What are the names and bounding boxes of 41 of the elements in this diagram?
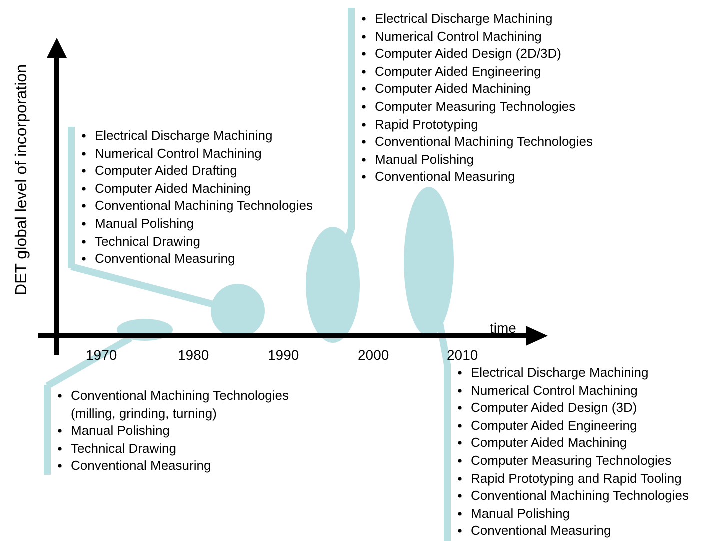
list-item: Manual Polishing xyxy=(71,422,172,440)
list-item: Computer Aided Machining xyxy=(471,434,628,452)
tick-label: 1990 xyxy=(268,347,300,363)
list-item: Computer Measuring Technologies xyxy=(471,452,673,470)
list-item: Rapid Prototyping xyxy=(375,116,480,134)
list-item: Technical Drawing xyxy=(95,232,202,250)
tick-label: 1970 xyxy=(86,347,118,363)
leader-line xyxy=(70,263,216,308)
axis-title: DET global level of incorporation xyxy=(12,64,31,296)
list-item: Computer Aided Machining xyxy=(375,80,532,98)
list-item: Manual Polishing xyxy=(375,150,476,168)
list-item: Computer Measuring Technologies xyxy=(375,98,577,116)
axis-title: time xyxy=(490,320,516,336)
tick-label: 2000 xyxy=(358,347,390,363)
leader-line xyxy=(344,228,355,244)
list-item: Numerical Control Machining xyxy=(471,382,639,400)
list-item: Computer Aided Design (2D/3D) xyxy=(375,45,562,63)
list-item: Manual Polishing xyxy=(471,504,572,522)
list-item: Conventional Measuring xyxy=(71,457,212,475)
list-item: Numerical Control Machining xyxy=(375,28,543,46)
list-item: Computer Aided Drafting xyxy=(95,162,238,180)
list-item: Technical Drawing xyxy=(71,440,178,458)
tick-label: 1980 xyxy=(178,347,210,363)
list-item: Electrical Discharge Machining xyxy=(95,127,274,145)
list-item: Electrical Discharge Machining xyxy=(375,10,554,28)
list-item: Manual Polishing xyxy=(95,214,196,233)
list-item: Rapid Prototyping and Rapid Tooling xyxy=(471,470,683,488)
list-item: Conventional Machining Technologies xyxy=(95,197,314,215)
list-item: Conventional Measuring xyxy=(95,250,236,268)
list-item: Numerical Control Machining xyxy=(95,144,263,162)
list-item: Computer Aided Engineering xyxy=(471,416,638,434)
list-item: Conventional Machining Technologies (milling, grinding, turning) xyxy=(71,387,290,422)
list-item: Electrical Discharge Machining xyxy=(471,364,650,382)
list-item: Conventional Measuring xyxy=(375,168,516,186)
list-item: Computer Aided Engineering xyxy=(375,62,542,80)
list-item: Computer Aided Design (3D) xyxy=(471,399,638,417)
tick-label: 2010 xyxy=(447,347,478,363)
list-item: Conventional Measuring xyxy=(471,522,612,540)
list-item: Conventional Machining Technologies xyxy=(471,487,690,505)
list-item: Computer Aided Machining xyxy=(95,180,252,198)
list-item: Conventional Machining Technologies xyxy=(375,133,594,151)
